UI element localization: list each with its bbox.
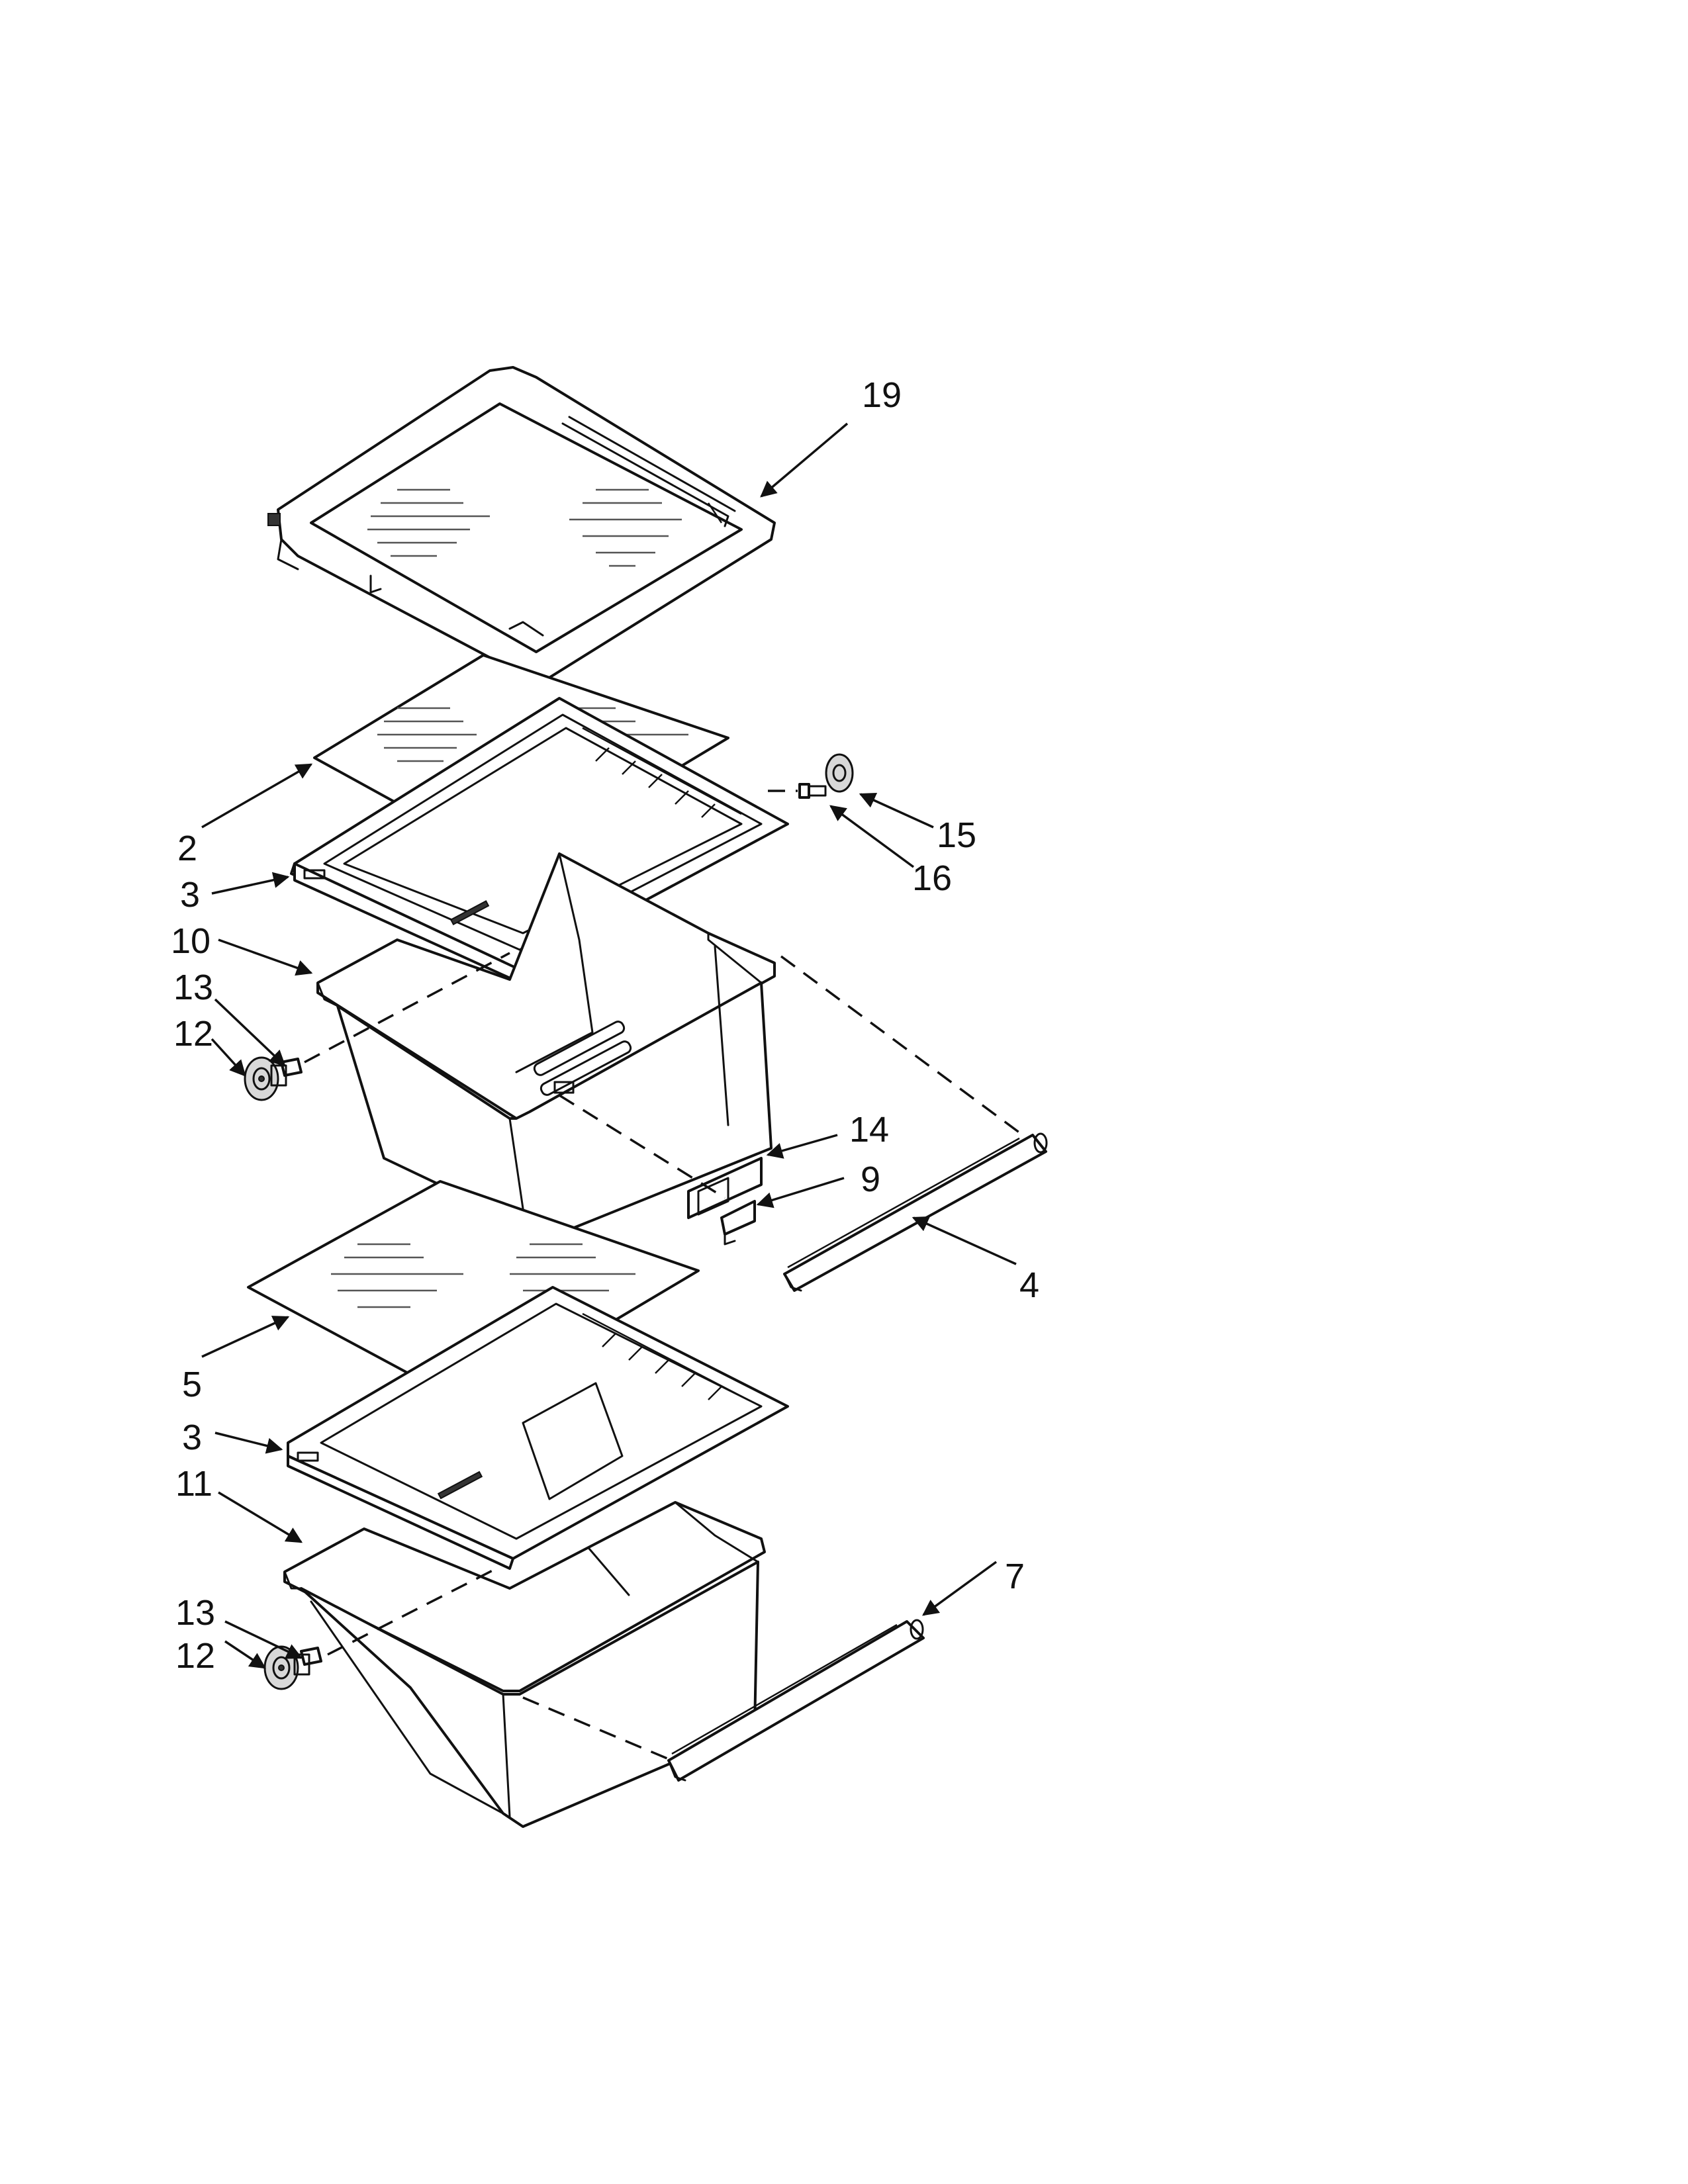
callout-2: 2 — [177, 829, 197, 868]
lower-drawer-trim — [667, 1619, 925, 1782]
callout-5: 5 — [182, 1365, 202, 1404]
leader-lines — [201, 422, 1017, 1669]
humidity-control-slide — [720, 1200, 756, 1246]
humidity-control-housing — [553, 1081, 763, 1219]
callout-13-upper: 13 — [173, 968, 213, 1007]
shelf-hatch-marks — [367, 488, 682, 567]
callout-labels: 19 2 3 10 13 12 15 16 14 9 4 5 3 11 13 1… — [171, 375, 1039, 1676]
shelf-roller-screw — [798, 783, 827, 799]
callout-14: 14 — [849, 1110, 889, 1150]
callout-19: 19 — [862, 375, 902, 415]
callout-12-lower: 12 — [175, 1636, 215, 1676]
callout-15: 15 — [937, 815, 976, 855]
crisper-cover-frame-lower — [287, 1286, 789, 1570]
callout-9: 9 — [861, 1160, 880, 1199]
upper-drawer-trim — [783, 1132, 1048, 1292]
top-shelf-frame — [267, 366, 776, 683]
drawer-roller-upper — [244, 1056, 279, 1101]
upper-crisper-drawer — [316, 852, 776, 1239]
roller-screw-upper — [270, 1058, 303, 1087]
callout-13-lower: 13 — [175, 1593, 215, 1633]
crisper-cover-frame-upper — [290, 697, 789, 981]
callout-4: 4 — [1019, 1265, 1039, 1305]
callout-16: 16 — [912, 858, 952, 898]
assembly-dashed-lines — [304, 790, 1024, 1762]
shelf-roller — [825, 753, 854, 793]
callout-7: 7 — [1005, 1557, 1025, 1596]
callout-3-lower: 3 — [182, 1418, 202, 1457]
roller-screw-lower — [293, 1647, 322, 1676]
callout-10: 10 — [171, 921, 211, 961]
callout-11: 11 — [175, 1464, 212, 1504]
callout-3-upper: 3 — [180, 875, 200, 915]
callout-12-upper: 12 — [173, 1014, 213, 1054]
glass-panel-lower — [247, 1180, 700, 1408]
